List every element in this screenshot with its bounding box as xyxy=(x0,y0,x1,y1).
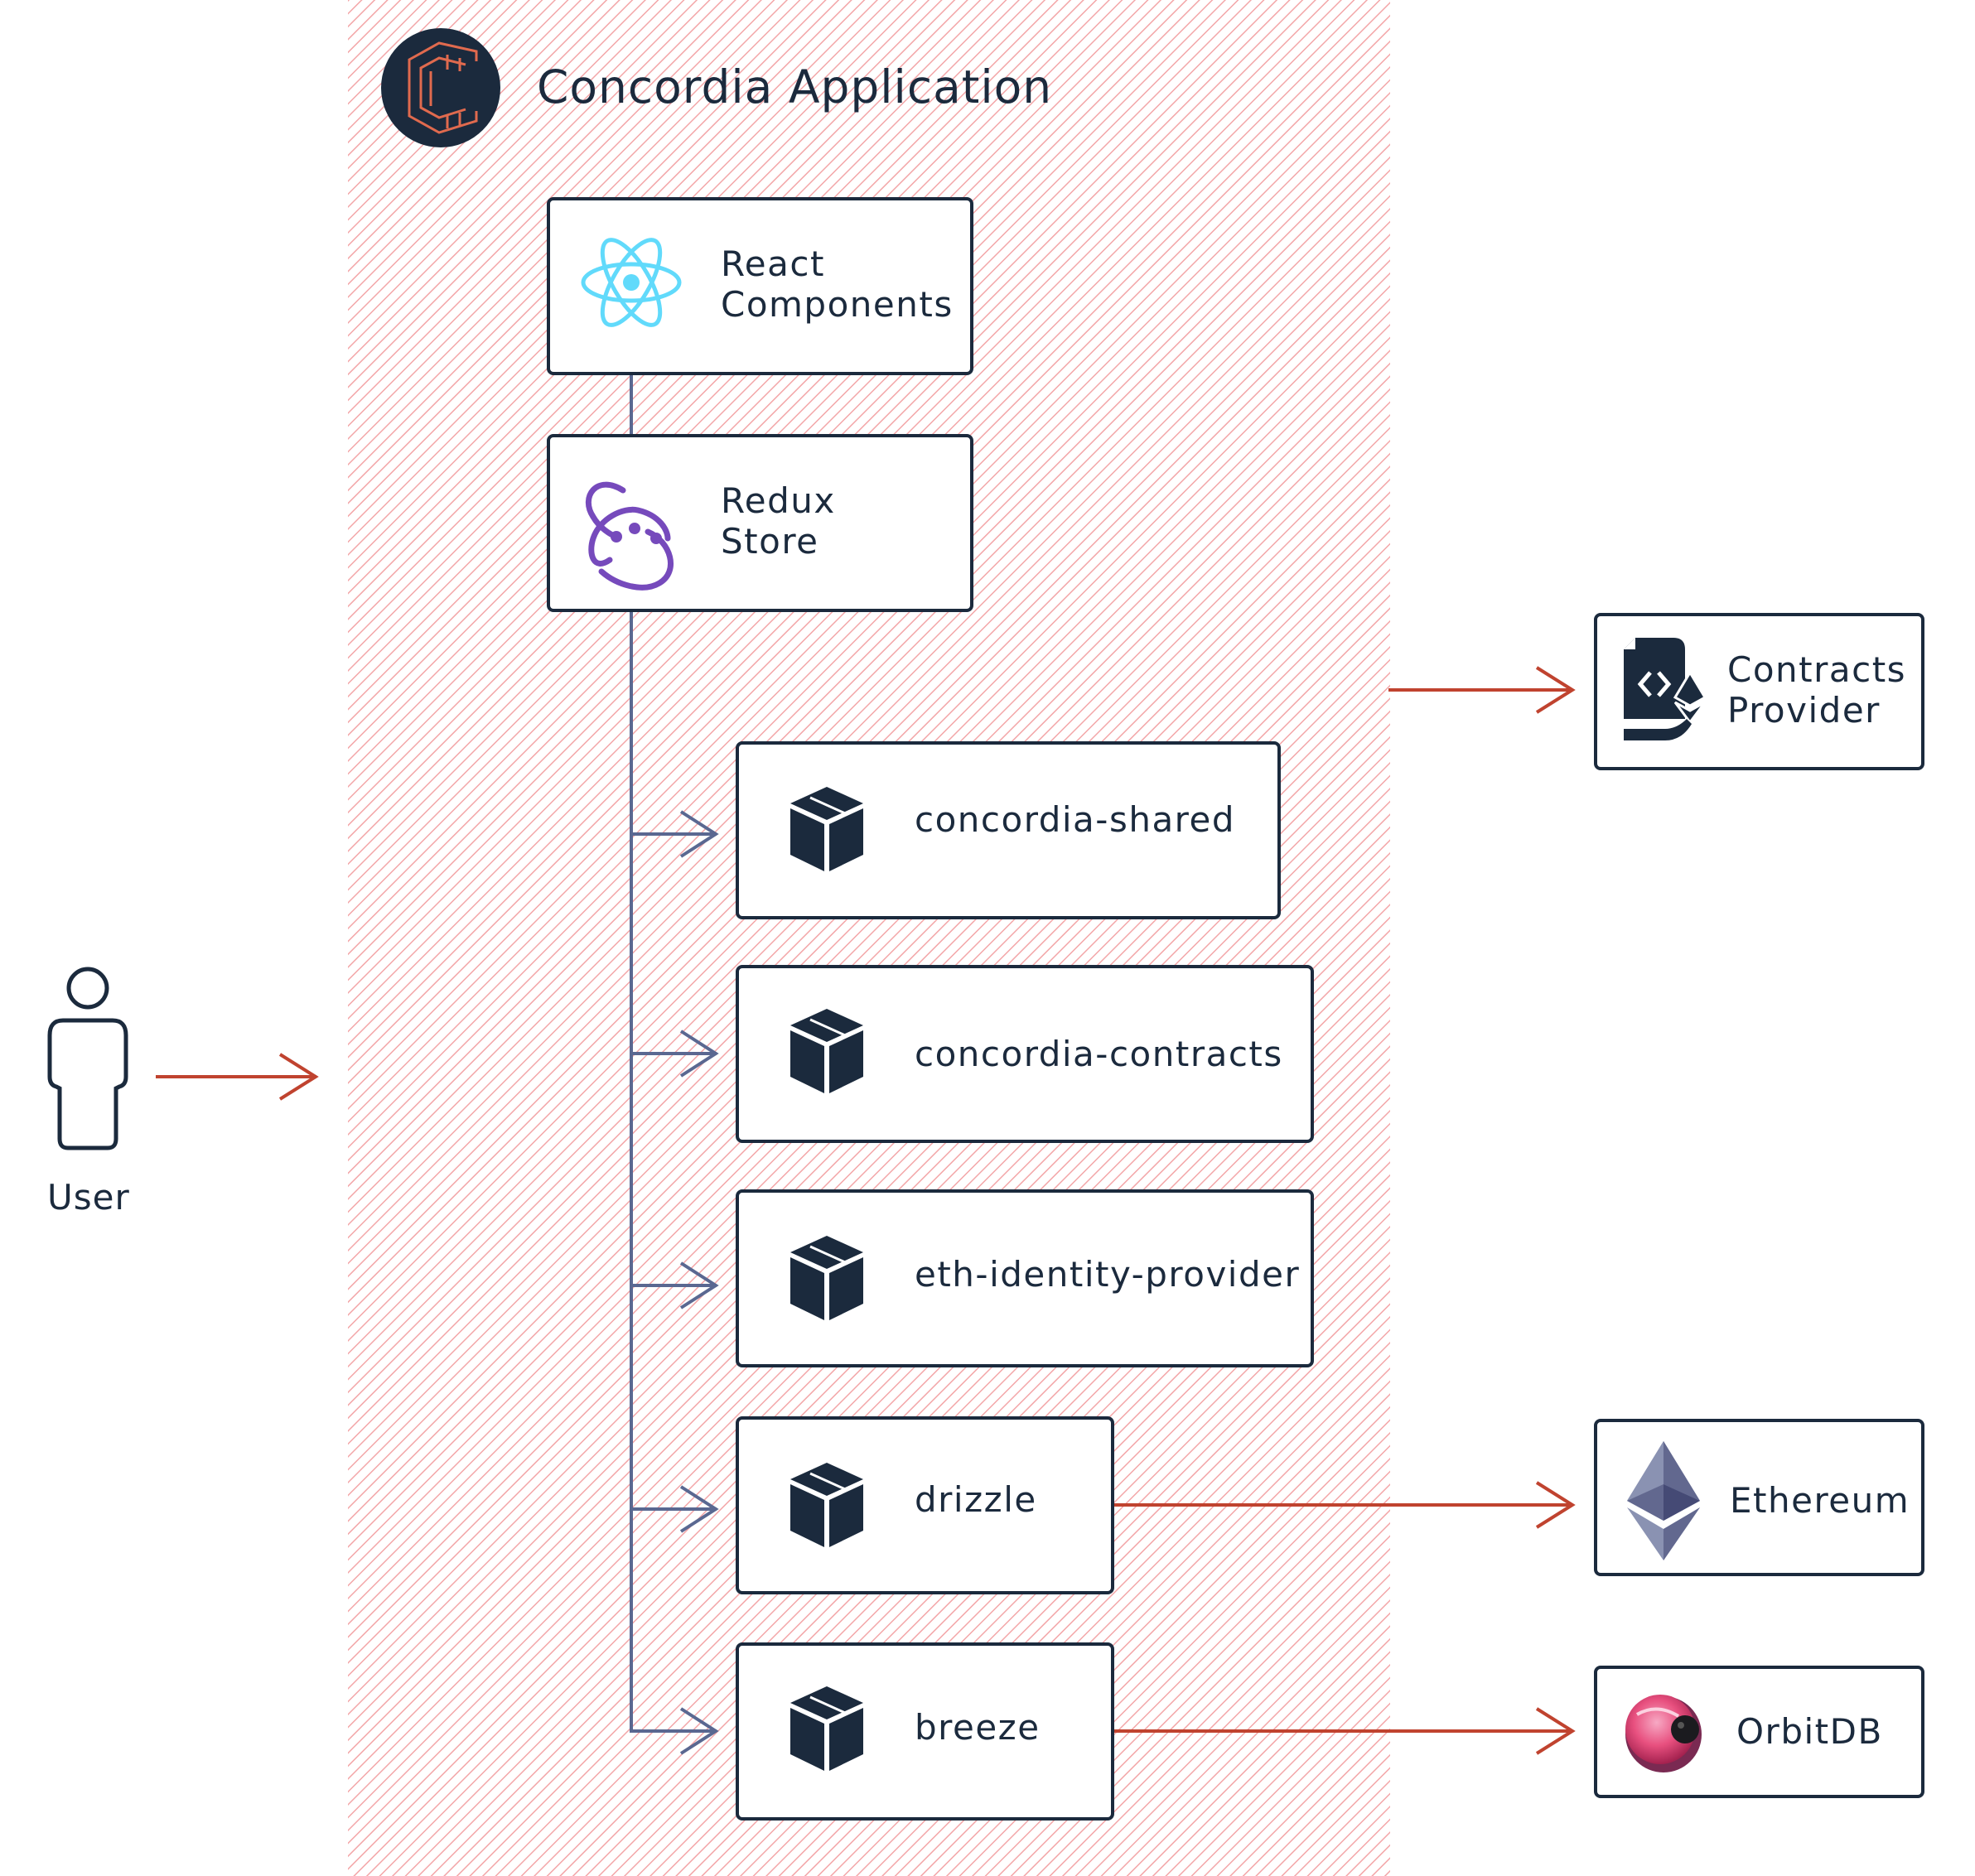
redux-trunk-connector xyxy=(630,610,717,1733)
orbitdb-node: OrbitDB xyxy=(1594,1666,1924,1798)
redux-store-label-line1: Redux xyxy=(721,480,836,521)
module-concordia-contracts: concordia-contracts xyxy=(736,965,1314,1143)
person-icon xyxy=(47,967,128,1150)
package-box-icon xyxy=(790,1236,863,1320)
user-arrowhead xyxy=(278,1053,319,1101)
contracts-provider-label-line2: Provider xyxy=(1727,690,1881,731)
module-concordia-shared: concordia-shared xyxy=(736,741,1281,919)
react-components-node: React Components xyxy=(547,197,973,375)
react-components-label-line2: Components xyxy=(721,284,954,325)
app-title: Concordia Application xyxy=(537,60,1052,113)
contracts-provider-label-line1: Contracts xyxy=(1727,649,1906,690)
module-label: eth-identity-provider xyxy=(915,1254,1300,1295)
package-box-icon xyxy=(790,787,863,871)
module-drizzle: drizzle xyxy=(736,1416,1114,1594)
arrowhead-drizzle xyxy=(679,1485,719,1533)
orbitdb-label: OrbitDB xyxy=(1736,1711,1883,1752)
react-icon xyxy=(581,238,682,327)
orbitdb-arrowhead xyxy=(1535,1707,1576,1755)
ethereum-arrowhead xyxy=(1535,1481,1576,1529)
arrowhead-eth-identity-provider xyxy=(679,1261,719,1309)
smart-contract-icon xyxy=(1624,638,1707,740)
ethereum-icon xyxy=(1627,1441,1700,1560)
internal-connectors xyxy=(630,374,719,1755)
module-label: breeze xyxy=(915,1707,1041,1748)
ethereum-label: Ethereum xyxy=(1730,1480,1910,1521)
orbitdb-icon xyxy=(1625,1695,1702,1772)
module-breeze: breeze xyxy=(736,1642,1114,1821)
user-label: User xyxy=(47,1177,130,1218)
module-label: concordia-shared xyxy=(915,799,1235,840)
redux-icon xyxy=(585,481,674,591)
arrowhead-breeze xyxy=(679,1707,719,1755)
package-box-icon xyxy=(790,1686,863,1771)
package-box-icon xyxy=(790,1463,863,1547)
react-components-label-line1: React xyxy=(721,244,825,284)
redux-store-label-line2: Store xyxy=(721,521,819,562)
module-eth-identity-provider: eth-identity-provider xyxy=(736,1189,1314,1367)
ethereum-node: Ethereum xyxy=(1594,1419,1924,1576)
module-label: concordia-contracts xyxy=(915,1034,1283,1074)
contracts-provider-arrowhead xyxy=(1535,666,1576,714)
module-label: drizzle xyxy=(915,1479,1037,1520)
arrowhead-concordia-shared xyxy=(679,810,719,858)
user-actor: User xyxy=(47,967,130,1218)
concordia-logo-icon xyxy=(381,28,500,147)
contracts-provider-node: Contracts Provider xyxy=(1594,613,1924,770)
redux-store-node: Redux Store xyxy=(547,434,973,612)
external-arrows xyxy=(156,666,1576,1755)
arrowhead-concordia-contracts xyxy=(679,1030,719,1078)
package-box-icon xyxy=(790,1009,863,1093)
